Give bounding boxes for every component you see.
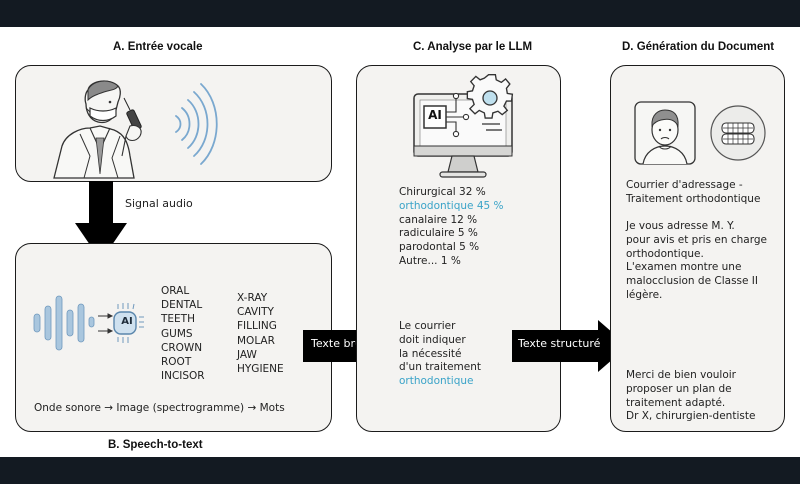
llm-analysis-panel: AI Chirurgical 32 % orthodontique 45 % c…	[356, 65, 561, 432]
pipeline-caption: Onde sonore → Image (spectrogramme) → Mo…	[34, 402, 285, 414]
closing-line: proposer un plan de	[626, 382, 732, 395]
body-line: L'examen montre une	[626, 261, 742, 274]
letter-closing: Merci de bien vouloir proposer un plan d…	[626, 369, 755, 424]
letter-subject: Courrier d'adressage - Traitement orthod…	[626, 179, 760, 207]
signal-audio-label: Signal audio	[125, 197, 193, 210]
ai-badge-llm: AI	[428, 108, 442, 122]
top-frame-bar	[0, 0, 800, 27]
closing-line: Merci de bien vouloir	[626, 369, 736, 381]
word: X-RAY	[237, 292, 268, 304]
title-llm-analysis: C. Analyse par le LLM	[413, 41, 533, 53]
class-orthodontique: orthodontique 45 %	[399, 199, 504, 212]
class-canalaire: canalaire 12 %	[399, 213, 478, 226]
conclusion-highlight: orthodontique	[399, 375, 474, 388]
ai-badge-speech: AI	[121, 316, 133, 327]
word: CAVITY	[237, 306, 274, 319]
body-line: légère.	[626, 288, 663, 301]
sound-waves-icon	[175, 83, 218, 165]
body-line: Je vous adresse M. Y.	[626, 220, 735, 232]
voice-input-panel	[15, 65, 332, 182]
class-parodontal: parodontal 5 %	[399, 241, 480, 254]
title-speech-to-text: B. Speech-to-text	[108, 439, 203, 451]
structured-text-label: Texte structuré	[518, 337, 601, 350]
class-chirurgical: Chirurgical 32 %	[399, 186, 486, 198]
ai-computer-icon	[413, 74, 514, 178]
word: TEETH	[161, 313, 195, 326]
word: FILLING	[237, 320, 277, 333]
body-line: orthodontique.	[626, 247, 704, 260]
word: ROOT	[161, 356, 192, 369]
recognized-words-column-2: X-RAY CAVITY FILLING MOLAR JAW HYGIENE	[237, 291, 284, 376]
patient-portrait-icon	[634, 101, 696, 165]
llm-conclusion: Le courrier doit indiquer la nécessité d…	[399, 320, 481, 389]
waveform-to-ai-icon	[33, 295, 144, 351]
body-line: malocclusion de Classe II	[626, 275, 759, 288]
letter-body: Je vous adresse M. Y. pour avis et pris …	[626, 220, 767, 303]
word: MOLAR	[237, 334, 275, 347]
signal-audio-arrow	[75, 181, 127, 261]
conclusion-line: d'un traitement	[399, 361, 482, 374]
conclusion-line: doit indiquer	[399, 333, 466, 346]
title-voice-input: A. Entrée vocale	[113, 41, 203, 53]
body-line: pour avis et pris en charge	[626, 233, 767, 246]
class-radiculaire: radiculaire 5 %	[399, 227, 478, 240]
word: GUMS	[161, 327, 193, 340]
word: INCISOR	[161, 370, 205, 383]
word: HYGIENE	[237, 363, 284, 376]
word: ORAL	[161, 285, 190, 297]
word: CROWN	[161, 341, 203, 354]
dental-braces-icon	[710, 105, 766, 161]
speech-to-text-panel: AI ORAL DENTAL TEETH GUMS CROWN ROOT INC…	[15, 243, 332, 432]
recognized-words-column-1: ORAL DENTAL TEETH GUMS CROWN ROOT INCISO…	[161, 284, 205, 383]
title-document-generation: D. Génération du Document	[622, 41, 775, 53]
word: DENTAL	[161, 299, 203, 312]
document-generation-panel: Courrier d'adressage - Traitement orthod…	[610, 65, 785, 432]
classification-list: Chirurgical 32 % orthodontique 45 % cana…	[399, 186, 504, 269]
closing-line: traitement adapté.	[626, 396, 726, 409]
raw-text-label: Texte brut	[311, 337, 367, 350]
word: JAW	[237, 348, 257, 361]
class-autre: Autre... 1 %	[399, 254, 461, 267]
conclusion-line: la nécessité	[399, 347, 462, 360]
conclusion-line: Le courrier	[399, 320, 456, 332]
subject-line: Traitement orthodontique	[626, 192, 761, 205]
bottom-frame-bar	[0, 457, 800, 484]
subject-line: Courrier d'adressage -	[626, 179, 743, 191]
signature-line: Dr X, chirurgien-dentiste	[626, 410, 756, 423]
dentist-speaking-icon	[53, 80, 142, 179]
